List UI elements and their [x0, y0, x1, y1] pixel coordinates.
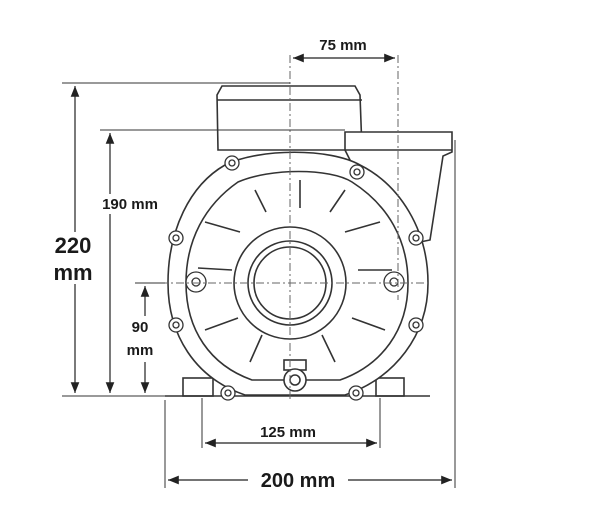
total-height-unit: mm — [53, 260, 92, 285]
body-height-label: 190 mm — [102, 196, 158, 213]
shaft-height-value: 90 — [132, 319, 149, 336]
extension-lines — [62, 82, 456, 488]
center-lines — [160, 55, 430, 400]
foot-spacing-label: 125 mm — [260, 424, 316, 441]
pump-outline — [165, 85, 453, 401]
total-height-value: 220 — [55, 233, 92, 258]
shaft-height-unit: mm — [127, 342, 154, 359]
top-width-label: 75 mm — [319, 37, 367, 54]
total-width-label: 200 mm — [261, 470, 336, 492]
